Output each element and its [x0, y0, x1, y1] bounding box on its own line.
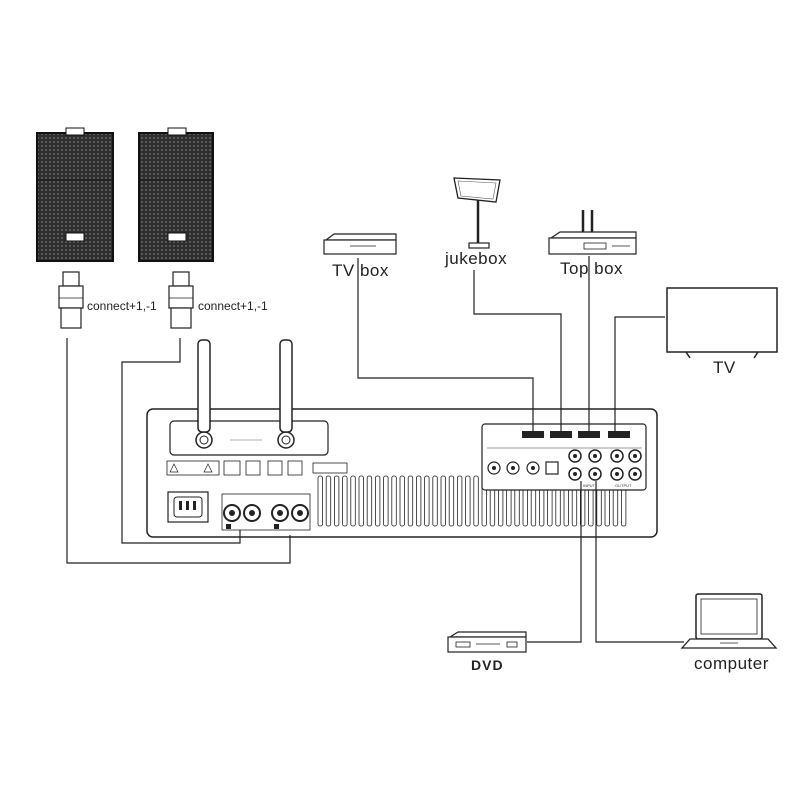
antenna-right-icon [279, 339, 293, 433]
top-box-label: Top box [560, 259, 624, 278]
vent-slot [456, 475, 463, 527]
vent-slot [465, 475, 471, 527]
jukebox-label: jukebox [445, 249, 508, 268]
vent-slot [407, 475, 414, 527]
speakon-plug-left-icon [58, 271, 84, 329]
speaker-left-connect-label: connect+1,-1 [87, 299, 157, 313]
vent-slot [383, 475, 389, 527]
vent-slot [333, 475, 340, 527]
speaker-right-icon [138, 127, 214, 262]
antenna-left-icon [197, 339, 211, 433]
dvd-player-icon [447, 631, 527, 653]
output-label: OUTPUT [615, 483, 632, 488]
vent-slot [415, 475, 422, 527]
connection-wires [66, 256, 684, 643]
vent-slot [440, 475, 446, 527]
tv-icon [666, 287, 778, 359]
vent-slot [350, 475, 356, 527]
vent-slot [448, 475, 455, 527]
vent-slot [374, 475, 381, 527]
input-label: INPUT [583, 483, 596, 488]
computer-label: computer [694, 654, 769, 673]
speaker-left-icon [36, 127, 114, 262]
vent-slot [317, 475, 323, 527]
tv-box-label: TV box [332, 261, 389, 280]
vent-slot [399, 475, 405, 527]
top-box-icon [548, 210, 637, 255]
speaker-right-connect-label: connect+1,-1 [198, 299, 268, 313]
vent-slot [366, 475, 373, 527]
vent-slot [432, 475, 438, 527]
vent-slot [391, 475, 397, 527]
vent-slot [473, 475, 479, 527]
tv-label: TV [713, 358, 736, 377]
vent-slot [424, 475, 430, 527]
laptop-icon [680, 593, 778, 649]
dvd-label: DVD [471, 657, 504, 673]
jukebox-icon [453, 177, 501, 249]
vent-slot [342, 475, 348, 527]
vent-slot [358, 475, 364, 527]
tv-box-icon [323, 233, 397, 255]
vent-slot [325, 475, 332, 527]
speakon-plug-right-icon [168, 271, 194, 329]
